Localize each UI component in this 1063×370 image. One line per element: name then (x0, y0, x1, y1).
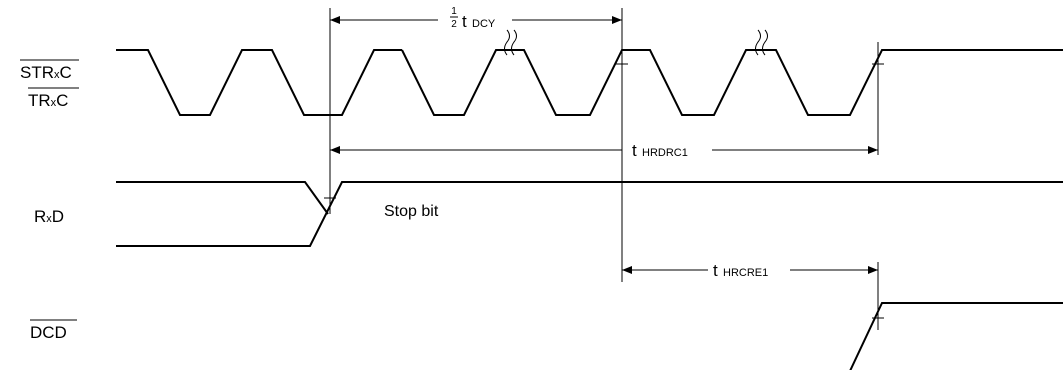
dcd-waveform (116, 302, 1063, 370)
clock-break-mark-2 (755, 29, 768, 56)
strxc-small-x: x (54, 69, 60, 81)
t-hrcre1-symbol: t (713, 261, 718, 280)
clock-waveform (116, 49, 1063, 116)
svg-text:STRxC: STRxC (20, 63, 72, 82)
t-hrdrc1-subscript: HRDRC1 (642, 147, 688, 159)
rxd-small-x: x (46, 213, 52, 225)
rxd-waveform-high-start (116, 181, 329, 215)
signal-label-rxd: RxD (34, 207, 64, 226)
crossing-mark-rxd (324, 192, 336, 204)
t-dcy-subscript: DCY (472, 18, 496, 30)
strxc-name-part2: C (60, 63, 72, 82)
rxd-name-part1: R (34, 207, 46, 226)
t-dcy-fraction-den: 2 (451, 19, 457, 30)
stop-bit-label: Stop bit (384, 203, 439, 220)
signal-label-strxc: STRxC (20, 59, 79, 82)
svg-text:RxD: RxD (34, 207, 64, 226)
dcd-name: DCD (30, 323, 67, 342)
t-hrdrc1-symbol: t (632, 141, 637, 160)
trxc-name-part2: C (56, 91, 68, 110)
rxd-name-part2: D (52, 207, 64, 226)
t-dcy-label: 1 2 t DCY (450, 6, 496, 31)
t-hrcre1-label: t HRCRE1 (713, 261, 768, 280)
signal-label-dcd: DCD (30, 319, 77, 342)
t-dcy-fraction-num: 1 (451, 6, 457, 17)
trxc-name-part1: TR (28, 91, 51, 110)
rxd-waveform-low-start (116, 181, 1063, 247)
strxc-name-part1: STR (20, 63, 54, 82)
t-hrcre1-subscript: HRCRE1 (723, 267, 768, 279)
signal-label-trxc: TRxC (28, 87, 79, 110)
trxc-small-x: x (51, 97, 57, 109)
t-hrdrc1-label: t HRDRC1 (632, 141, 688, 160)
svg-text:TRxC: TRxC (28, 91, 68, 110)
clock-break-mark-1 (504, 29, 517, 56)
t-dcy-symbol: t (462, 12, 467, 31)
